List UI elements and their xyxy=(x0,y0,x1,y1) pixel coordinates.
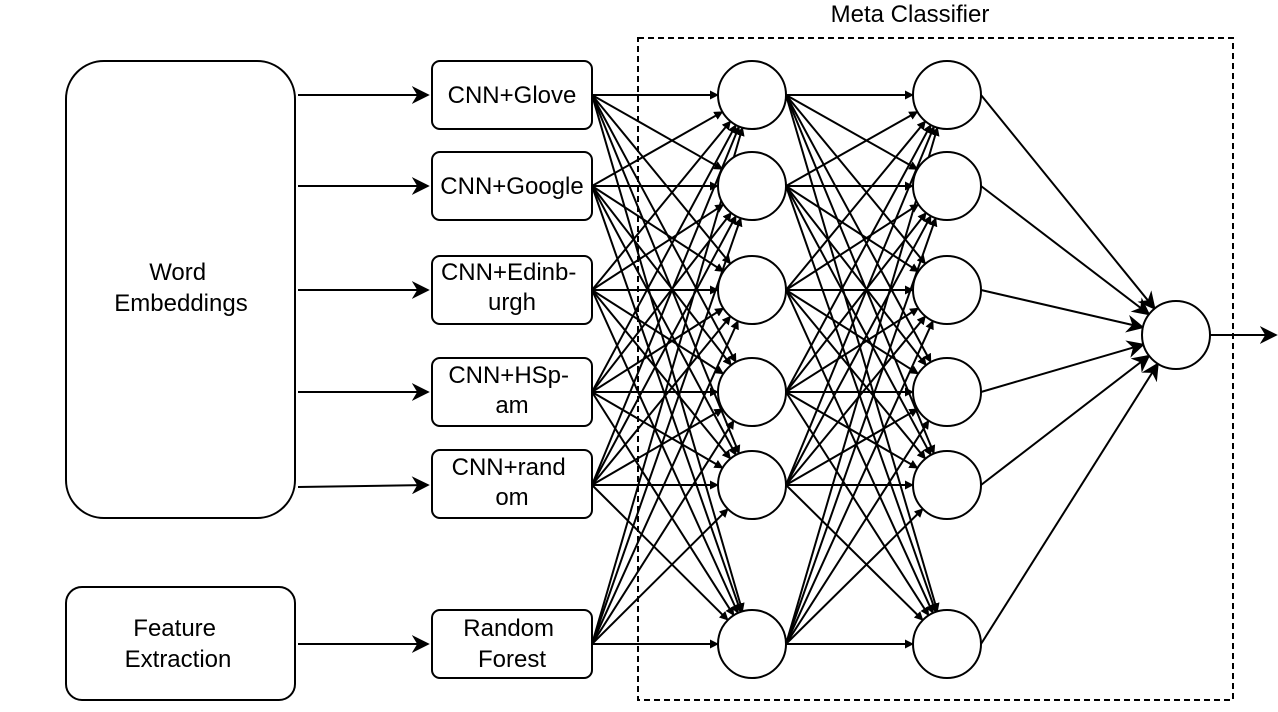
edge-h1-5-to-h2-4 xyxy=(785,408,919,486)
edge-base-5-to-h1-4 xyxy=(591,408,724,486)
edge-h1-6-to-h2-4 xyxy=(785,419,930,645)
hidden-2-node-2 xyxy=(912,151,982,221)
network-edges xyxy=(591,90,1159,649)
output-node xyxy=(1141,300,1211,370)
base-model-label-cnn-random: CNN+rand om xyxy=(452,454,573,511)
hidden-2-node-5 xyxy=(912,450,982,520)
edge-base-3-to-h1-6 xyxy=(591,289,739,614)
edge-base-5-to-h1-1 xyxy=(591,125,741,486)
edge-base-2-to-h1-3 xyxy=(591,185,725,273)
feature-extraction-line-1: Feature xyxy=(133,615,216,642)
edge-base-2-to-h1-5 xyxy=(591,185,737,456)
edge-h1-2-to-h2-5 xyxy=(785,185,932,456)
input-arrow-5 xyxy=(297,476,430,495)
edge-h1-3-to-h2-5 xyxy=(785,289,927,460)
edge-h2-1-to-output xyxy=(980,94,1156,311)
edge-h1-4-to-h2-1 xyxy=(785,124,932,393)
edge-h2-2-to-output xyxy=(980,185,1151,316)
base-model-label-random-forest: Random Forest xyxy=(463,615,560,673)
edge-h2-6-to-output xyxy=(980,362,1159,645)
edge-h1-6-to-h2-1 xyxy=(785,126,940,645)
word-embeddings-line-1: Word xyxy=(149,259,206,286)
base-model-label-cnn-edinburgh: CNN+Edinb- urgh xyxy=(441,259,583,316)
edge-h2-4-to-output xyxy=(980,340,1146,393)
edge-h1-1-to-h2-4 xyxy=(785,94,932,363)
hidden-1-node-5 xyxy=(717,450,787,520)
edge-base-2-to-h1-6 xyxy=(591,185,743,613)
edge-base-6-to-h1-2 xyxy=(591,217,743,645)
edge-base-6-to-h1-4 xyxy=(591,419,735,645)
hidden-2-node-3 xyxy=(912,255,982,325)
edge-h1-5-to-h2-3 xyxy=(785,315,927,486)
network-nodes xyxy=(717,60,1211,679)
edge-h1-3-to-h2-1 xyxy=(785,120,927,291)
edge-base-2-to-h1-4 xyxy=(591,185,732,366)
edge-h1-5-to-h2-2 xyxy=(785,215,932,486)
edge-base-3-to-h1-5 xyxy=(591,289,732,460)
edge-base-4-to-h1-3 xyxy=(591,307,725,393)
edge-h1-1-to-h2-6 xyxy=(785,94,940,613)
edge-h1-2-to-h2-6 xyxy=(785,185,938,613)
edge-base-5-to-h1-2 xyxy=(591,215,737,486)
edge-base-6-to-h1-1 xyxy=(591,126,745,645)
edge-base-5-to-h1-6 xyxy=(591,484,729,621)
base-model-label-cnn-google: CNN+Google xyxy=(440,173,583,200)
hidden-1-node-6 xyxy=(717,609,787,679)
edge-h1-5-to-h2-6 xyxy=(785,484,924,621)
edge-h1-6-to-h2-5 xyxy=(785,508,924,645)
feature-extraction-line-2: Extraction xyxy=(125,646,232,673)
edge-base-1-to-h1-3 xyxy=(591,94,732,265)
word-embeddings-line-2: Embeddings xyxy=(114,290,247,317)
edge-base-3-to-h1-1 xyxy=(591,120,732,291)
hidden-2-node-4 xyxy=(912,357,982,427)
base-model-label-cnn-glove: CNN+Glove xyxy=(448,82,577,109)
edge-h1-4-to-h2-3 xyxy=(785,307,920,393)
edge-h1-3-to-h2-4 xyxy=(785,289,920,375)
edge-base-1-to-h1-5 xyxy=(591,94,741,455)
edge-h1-5-to-h2-1 xyxy=(785,125,936,486)
meta-classifier-title: Meta Classifier xyxy=(831,1,990,28)
feature-extraction-box xyxy=(65,586,296,701)
edge-h1-2-to-h2-4 xyxy=(785,185,927,366)
edge-h1-2-to-h2-1 xyxy=(785,110,919,187)
edge-base-4-to-h1-1 xyxy=(591,124,737,393)
base-models: CNN+Glove CNN+Google CNN+Edinb- urgh CNN… xyxy=(431,60,593,679)
edge-h1-4-to-h2-5 xyxy=(785,391,919,469)
input-arrows xyxy=(297,86,430,653)
edge-h2-3-to-output xyxy=(980,289,1145,333)
hidden-1-node-4 xyxy=(717,357,787,427)
edge-base-6-to-h1-3 xyxy=(591,320,739,645)
hidden-2-node-1 xyxy=(912,60,982,130)
edge-base-2-to-h1-1 xyxy=(591,110,724,187)
edge-base-5-to-h1-3 xyxy=(591,315,732,486)
edge-base-6-to-h1-5 xyxy=(591,508,729,645)
edge-h1-6-to-h2-2 xyxy=(785,217,938,645)
hidden-1-node-3 xyxy=(717,255,787,325)
word-embeddings-label: Word Embeddings xyxy=(114,259,247,317)
edge-h1-3-to-h2-6 xyxy=(785,289,934,614)
word-embeddings-box xyxy=(65,60,296,519)
hidden-1-node-2 xyxy=(717,151,787,221)
base-model-label-cnn-hspam: CNN+HSp- am xyxy=(448,362,575,419)
edge-base-1-to-h1-6 xyxy=(591,94,745,613)
edge-h2-5-to-output xyxy=(980,354,1151,486)
hidden-2-node-6 xyxy=(912,609,982,679)
edge-h1-6-to-h2-3 xyxy=(785,320,934,645)
edge-base-3-to-h1-4 xyxy=(591,289,725,375)
edge-h1-1-to-h2-5 xyxy=(785,94,936,455)
edge-h1-2-to-h2-3 xyxy=(785,185,920,273)
edge-h1-1-to-h2-3 xyxy=(785,94,927,265)
edge-base-4-to-h1-5 xyxy=(591,391,724,469)
hidden-1-node-1 xyxy=(717,60,787,130)
edge-base-1-to-h1-4 xyxy=(591,94,737,363)
feature-extraction-label: Feature Extraction xyxy=(125,615,232,673)
meta-classifier-region xyxy=(637,37,1234,701)
